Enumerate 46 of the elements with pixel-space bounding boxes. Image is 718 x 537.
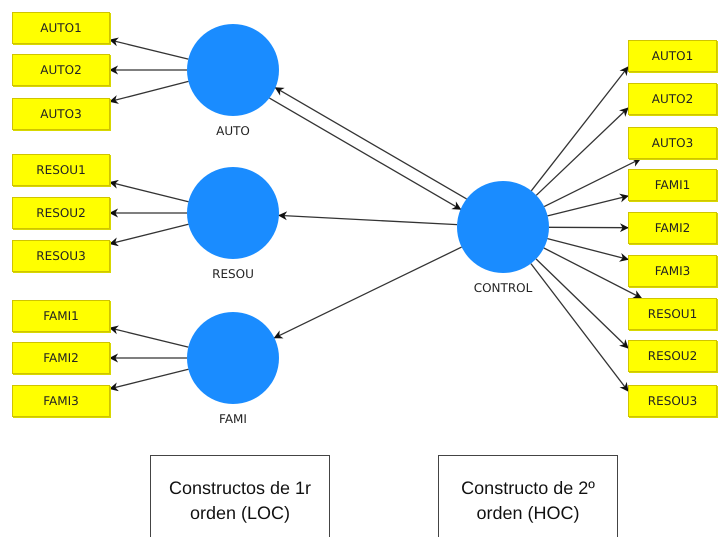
indicator-box: AUTO1 bbox=[628, 40, 717, 72]
arrow bbox=[536, 258, 629, 349]
arrow bbox=[274, 246, 462, 338]
arrow bbox=[109, 208, 187, 218]
arrow bbox=[269, 98, 462, 210]
arrow bbox=[536, 107, 629, 196]
construct-label: AUTO bbox=[215, 124, 251, 138]
indicator-box: RESOU1 bbox=[12, 154, 110, 186]
arrow bbox=[530, 263, 629, 392]
arrow bbox=[109, 180, 189, 202]
arrow bbox=[109, 354, 187, 362]
indicator-box: RESOU2 bbox=[12, 197, 110, 229]
arrow bbox=[547, 238, 629, 262]
arrow bbox=[278, 211, 458, 226]
indicator-box: FAMI2 bbox=[628, 212, 717, 244]
arrow bbox=[530, 66, 629, 192]
arrow bbox=[109, 80, 189, 104]
indicator-box: RESOU2 bbox=[628, 340, 717, 372]
arrow bbox=[109, 66, 187, 74]
arrow bbox=[109, 368, 189, 392]
construct-label: RESOU bbox=[211, 267, 255, 281]
arrow bbox=[544, 158, 641, 208]
construct-label: FAMI bbox=[218, 412, 248, 426]
arrow bbox=[109, 326, 188, 348]
indicator-box: AUTO1 bbox=[12, 12, 110, 44]
arrow bbox=[549, 223, 629, 232]
indicator-box: FAMI2 bbox=[12, 342, 110, 374]
arrow bbox=[544, 247, 642, 299]
arrow bbox=[274, 87, 467, 200]
indicator-box: AUTO2 bbox=[12, 54, 110, 86]
indicator-box: AUTO2 bbox=[628, 83, 717, 115]
indicator-box: FAMI1 bbox=[12, 300, 110, 332]
indicator-box: FAMI3 bbox=[628, 255, 717, 287]
indicator-box: AUTO3 bbox=[12, 98, 110, 130]
indicator-box: RESOU1 bbox=[628, 298, 717, 330]
note-box: Constructos de 1r orden (LOC) bbox=[150, 455, 330, 537]
indicator-box: AUTO3 bbox=[628, 127, 717, 159]
indicator-box: RESOU3 bbox=[628, 385, 717, 417]
arrow bbox=[109, 38, 188, 60]
indicator-box: FAMI3 bbox=[12, 385, 110, 417]
arrow bbox=[109, 224, 189, 246]
indicator-box: RESOU3 bbox=[12, 240, 110, 272]
arrow bbox=[547, 194, 629, 217]
construct-label: CONTROL bbox=[472, 281, 534, 295]
indicator-box: FAMI1 bbox=[628, 169, 717, 201]
note-box: Constructo de 2º orden (HOC) bbox=[438, 455, 618, 537]
